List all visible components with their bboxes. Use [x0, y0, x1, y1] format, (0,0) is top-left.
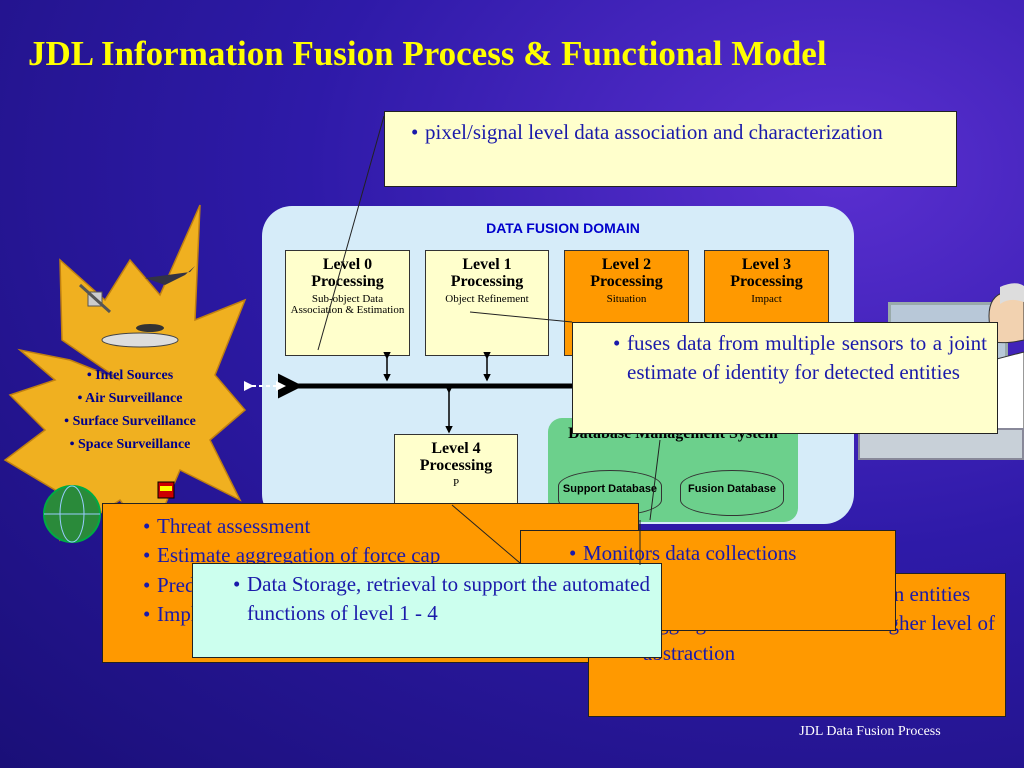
fusion-database: Fusion Database — [680, 470, 784, 516]
satellite-icon — [78, 283, 112, 314]
level-0-subtitle: Sub-object Data Association & Estimation — [290, 292, 405, 317]
level-1-box: Level 1 Processing Object Refinement — [425, 250, 549, 356]
robot-icon — [157, 481, 175, 499]
callout-level-0: pixel/signal level data association and … — [384, 111, 957, 187]
callout-bullet: Monitors data collections — [569, 539, 885, 569]
source-item: • Air Surveillance — [77, 391, 183, 407]
level-1-subtitle: Object Refinement — [445, 292, 529, 305]
level-1-title: Level 1 Processing — [450, 256, 524, 290]
level-4-title: Level 4 Processing — [419, 440, 493, 474]
callout-dbms: Data Storage, retrieval to support the a… — [192, 563, 662, 658]
level-4-box: Level 4 Processing P — [394, 434, 518, 514]
callout-bullet: Data Storage, retrieval to support the a… — [233, 570, 651, 629]
sources-list: • Intel Sources • Air Surveillance • Sur… — [30, 364, 230, 456]
level-0-title: Level 0 Processing — [311, 256, 384, 290]
callout-bullet: pixel/signal level data association and … — [411, 118, 946, 148]
source-item: • Intel Sources — [86, 368, 174, 383]
callout-level-4: Monitors data collections …in — [520, 530, 896, 631]
footer-text: JDL Data Fusion Process — [799, 724, 941, 739]
level-2-subtitle: Situation — [606, 292, 647, 305]
sources-starburst — [3, 204, 247, 543]
level-2-title: Level 2 Processing — [590, 256, 663, 290]
domain-label: DATA FUSION DOMAIN — [486, 220, 640, 236]
level-0-box: Level 0 Processing Sub-object Data Assoc… — [285, 250, 410, 356]
callout-bullet: Impl — [143, 600, 630, 630]
callout-level-1: fuses data from multiple sensors to a jo… — [572, 322, 998, 434]
slide-title: JDL Information Fusion Process & Functio… — [28, 34, 827, 73]
level-3-subtitle: Impact — [751, 292, 782, 305]
jet-icon — [145, 266, 195, 285]
level-3-title: Level 3 Processing — [730, 256, 803, 290]
callout-bullet: fuses data from multiple sensors to a jo… — [613, 329, 987, 388]
awacs-plane-icon — [101, 324, 179, 348]
source-item: • Space Surveillance — [69, 437, 191, 453]
callout-bullet: Threat assessment — [143, 512, 630, 542]
source-item: • Surface Surveillance — [64, 414, 196, 430]
level-4-subtitle: P — [452, 476, 460, 489]
callout-bullet: Pred — [143, 571, 630, 601]
globe-icon — [43, 485, 101, 543]
